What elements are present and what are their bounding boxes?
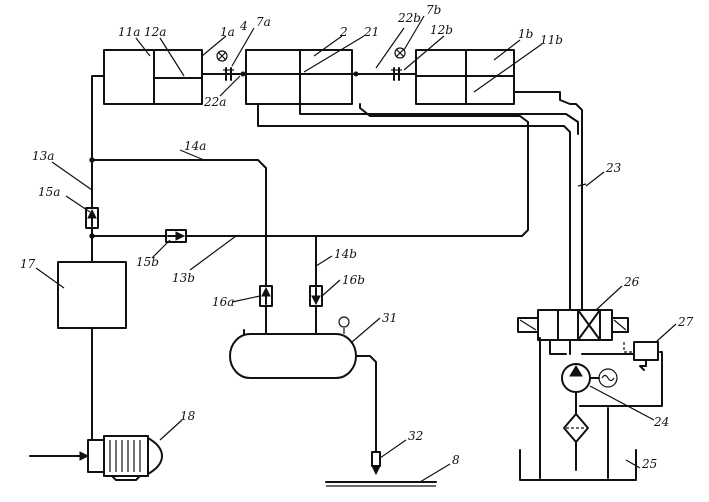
coupling-12b xyxy=(391,67,402,81)
label-14a: 14a xyxy=(184,139,206,153)
label-13b: 13b xyxy=(172,271,195,285)
sensor-4 xyxy=(216,50,228,62)
air-tank-31 xyxy=(229,316,377,453)
pipe-13b xyxy=(91,103,529,237)
joint-22b xyxy=(353,71,359,77)
label-12a: 12a xyxy=(144,25,166,39)
label-23: 23 xyxy=(605,161,622,175)
joint-22a xyxy=(240,71,246,77)
valve-26 xyxy=(517,309,629,355)
pipe-14a xyxy=(91,159,267,335)
coupling-7a xyxy=(223,67,234,81)
label-16a: 16a xyxy=(212,295,234,309)
check-valve-16a xyxy=(259,285,273,307)
motor-18 xyxy=(29,435,163,481)
sensor-7b xyxy=(394,47,406,59)
label-8: 8 xyxy=(452,453,460,467)
label-7b: 7b xyxy=(426,3,441,17)
label-11b: 11b xyxy=(540,33,563,47)
label-15a: 15a xyxy=(38,185,60,199)
label-13a: 13a xyxy=(32,149,54,163)
check-valve-15a xyxy=(85,207,99,229)
nozzle-32 xyxy=(371,451,381,476)
label-31: 31 xyxy=(382,311,397,325)
reservoir-25 xyxy=(519,337,637,481)
check-valve-16b xyxy=(309,285,323,307)
label-24: 24 xyxy=(653,415,669,429)
label-25: 25 xyxy=(641,457,657,471)
cylinder-2 xyxy=(245,49,417,105)
unit-17 xyxy=(57,261,127,329)
label-16b: 16b xyxy=(342,273,365,287)
cylinder-1b xyxy=(415,49,515,105)
label-1b: 1b xyxy=(518,27,533,41)
label-12b: 12b xyxy=(430,23,453,37)
workpiece-8 xyxy=(325,481,437,487)
label-22b: 22b xyxy=(397,11,421,25)
label-26: 26 xyxy=(623,275,640,289)
label-15b: 15b xyxy=(136,255,159,269)
label-1a: 1a xyxy=(220,25,235,39)
label-27: 27 xyxy=(677,315,694,329)
label-2: 2 xyxy=(339,25,348,39)
label-21: 21 xyxy=(363,25,379,39)
label-17: 17 xyxy=(20,257,36,271)
check-valve-15b xyxy=(165,229,187,243)
relief-valve-27 xyxy=(579,341,663,407)
labels: 11a 12a 1a 4 7a 22a 2 21 22b 7b 12b 1b 1… xyxy=(20,3,694,471)
label-4: 4 xyxy=(239,19,248,33)
pipe-13a xyxy=(89,75,105,263)
label-32: 32 xyxy=(408,429,423,443)
label-18: 18 xyxy=(180,409,196,423)
pipe-23 xyxy=(257,91,583,311)
label-11a: 11a xyxy=(118,25,140,39)
label-7a: 7a xyxy=(256,15,271,29)
label-14b: 14b xyxy=(334,247,357,261)
label-22a: 22a xyxy=(203,95,226,109)
leader-lines xyxy=(35,15,677,483)
pump-24 xyxy=(561,363,618,471)
